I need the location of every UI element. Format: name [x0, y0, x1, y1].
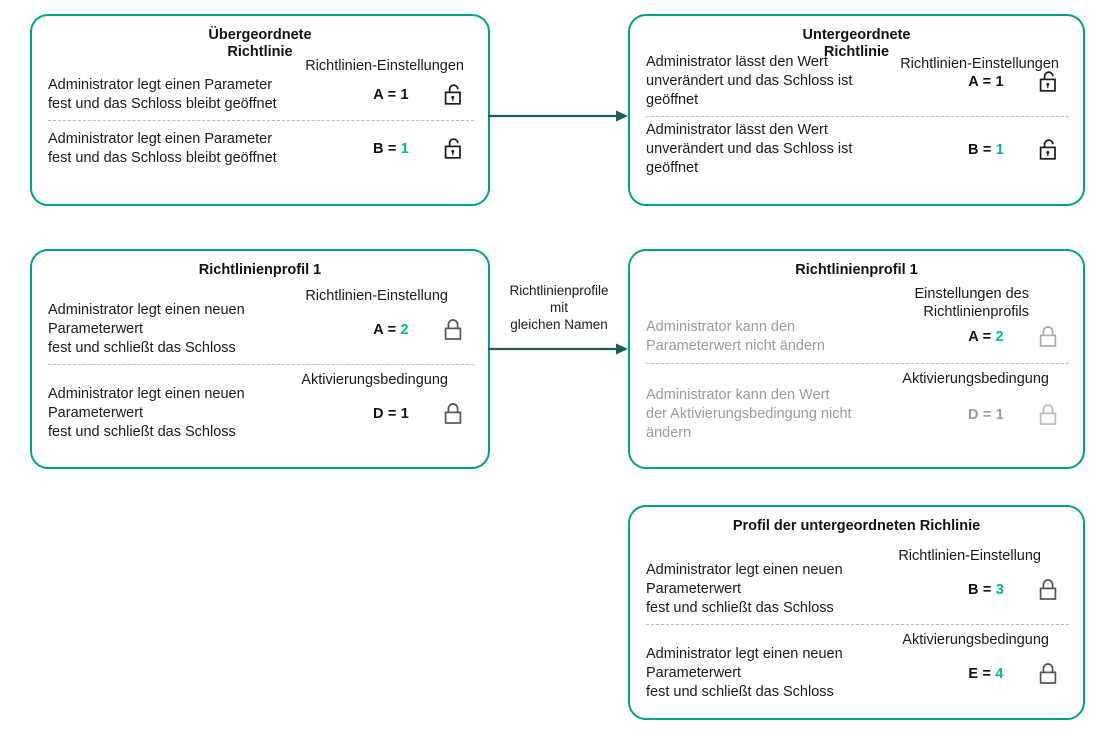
section-activation-condition: Aktivierungsbedingung Administrator legt… [630, 631, 1083, 702]
section-header: Richtlinien-Einstellung [898, 548, 1041, 564]
setting-number: 2 [400, 321, 409, 338]
setting-value: D = 1 [348, 406, 434, 422]
section-activation-condition: Aktivierungsbedingung Administrator legt… [32, 371, 488, 442]
setting-row: Administrator legt einen neuen Parameter… [32, 301, 488, 358]
card-parent-policy: Übergeordnete Richtlinie Richtlinien-Ein… [30, 14, 490, 206]
setting-description: Administrator legt einen neuen Parameter… [48, 302, 245, 356]
setting-param: B = [967, 581, 992, 598]
section-header [32, 121, 488, 129]
setting-param: B = [372, 141, 397, 157]
setting-row: Administrator kann den Wert der Aktivier… [630, 386, 1083, 443]
setting-number: 1 [400, 141, 410, 157]
setting-row: Administrator kann den Parameterwert nic… [630, 317, 1083, 357]
lock-open-icon[interactable] [434, 83, 474, 107]
lock-closed-icon[interactable] [434, 402, 474, 426]
section-policy-setting: Richtlinien-Einstellung Administrator le… [32, 287, 488, 358]
section-policy-settings-2: Administrator legt einen Parameter fest … [32, 121, 488, 169]
setting-value: E = 4 [943, 666, 1029, 682]
setting-value: A = 2 [348, 322, 434, 338]
section-header: Einstellungen des Richtlinienprofils [914, 286, 1029, 320]
row-divider [48, 120, 474, 121]
card-title: Übergeordnete Richtlinie [208, 27, 312, 60]
card-title: Richtlinienprofil 1 [795, 262, 918, 278]
section-header: Richtlinien-Einstellungen [900, 56, 1059, 72]
section-header: Richtlinien-Einstellungen [305, 58, 464, 74]
setting-value: B = 3 [943, 582, 1029, 598]
lock-closed-icon[interactable] [1029, 403, 1069, 427]
setting-value: A = 1 [943, 74, 1029, 90]
lock-open-icon[interactable] [1029, 138, 1069, 162]
setting-param: D = [967, 406, 992, 423]
setting-description: Administrator legt einen neuen Parameter… [48, 386, 245, 440]
section-policy-settings: Richtlinien-Einstellungen Administrator … [630, 53, 1083, 110]
card-title: Untergeordnete Richtlinie [802, 27, 911, 60]
setting-description: Administrator kann den Wert der Aktivier… [646, 387, 852, 441]
section-header: Aktivierungsbedingung [902, 632, 1049, 648]
setting-value: B = 1 [348, 141, 434, 157]
setting-row: Administrator legt einen neuen Parameter… [630, 561, 1083, 618]
lock-open-icon[interactable] [434, 137, 474, 161]
setting-number: 1 [995, 141, 1005, 158]
row-divider [48, 364, 474, 365]
section-activation-condition: Aktivierungsbedingung Administrator kann… [630, 370, 1083, 443]
arrow-middle-label: Richtlinienprofile mit gleichen Namen [509, 283, 609, 332]
setting-param: A = [373, 321, 397, 338]
section-header: Richtlinien-Einstellung [305, 288, 448, 304]
row-divider [646, 363, 1069, 364]
setting-value: A = 2 [943, 329, 1029, 345]
setting-row: Administrator legt einen neuen Parameter… [32, 385, 488, 442]
setting-number: 1 [400, 87, 409, 103]
setting-number: 1 [995, 73, 1004, 90]
setting-row: Administrator legt einen Parameter fest … [32, 75, 488, 115]
setting-row: Administrator legt einen neuen Parameter… [630, 645, 1083, 702]
section-profile-settings: Einstellungen des Richtlinienprofils Adm… [630, 285, 1083, 357]
setting-param: A = [968, 329, 992, 345]
setting-param: A = [968, 73, 992, 90]
arrow-parent-to-child [488, 108, 630, 124]
setting-number: 4 [995, 665, 1004, 682]
card-title: Profil der untergeordneten Richlinie [732, 518, 981, 534]
section-header: Aktivierungsbedingung [902, 371, 1049, 387]
card-policy-profile-left: Richtlinienprofil 1 Richtlinien-Einstell… [30, 249, 490, 469]
setting-description: Administrator lässt den Wert unverändert… [646, 54, 853, 108]
setting-description: Administrator legt einen Parameter fest … [48, 77, 277, 112]
lock-closed-icon[interactable] [1029, 578, 1069, 602]
setting-number: 3 [995, 581, 1005, 598]
setting-description: Administrator lässt den Wert unverändert… [646, 122, 853, 176]
arrow-profile-to-profile [488, 341, 630, 357]
setting-row: Administrator lässt den Wert unverändert… [630, 121, 1083, 178]
setting-param: B = [967, 141, 992, 158]
setting-description: Administrator legt einen neuen Parameter… [646, 562, 843, 616]
setting-number: 1 [400, 405, 410, 422]
card-child-policy: Untergeordnete Richtlinie Richtlinien-Ei… [628, 14, 1085, 206]
setting-param: D = [372, 405, 397, 422]
setting-value: B = 1 [943, 142, 1029, 158]
setting-number: 2 [995, 329, 1004, 345]
lock-closed-icon[interactable] [434, 318, 474, 342]
setting-description: Administrator legt einen Parameter fest … [48, 131, 277, 166]
setting-value: D = 1 [943, 407, 1029, 423]
section-policy-settings: Richtlinien-Einstellungen Administrator … [32, 57, 488, 115]
section-header: Aktivierungsbedingung [301, 372, 448, 388]
setting-row: Administrator lässt den Wert unverändert… [630, 53, 1083, 110]
setting-value: A = 1 [348, 87, 434, 103]
section-policy-setting: Richtlinien-Einstellung Administrator le… [630, 547, 1083, 618]
row-divider [646, 624, 1069, 625]
setting-row: Administrator legt einen Parameter fest … [32, 129, 488, 169]
setting-description: Administrator legt einen neuen Parameter… [646, 646, 843, 700]
card-child-policy-profile: Profil der untergeordneten Richlinie Ric… [628, 505, 1085, 720]
row-divider [646, 116, 1069, 117]
setting-param: A = [373, 87, 397, 103]
lock-closed-icon[interactable] [1029, 662, 1069, 686]
setting-number: 1 [995, 406, 1005, 423]
setting-param: E = [968, 665, 992, 682]
card-policy-profile-right: Richtlinienprofil 1 Einstellungen des Ri… [628, 249, 1085, 469]
card-title: Richtlinienprofil 1 [198, 262, 322, 278]
section-policy-settings-2: Administrator lässt den Wert unverändert… [630, 117, 1083, 178]
lock-closed-icon[interactable] [1029, 325, 1069, 349]
lock-open-icon[interactable] [1029, 70, 1069, 94]
setting-description: Administrator kann den Parameterwert nic… [646, 319, 825, 354]
